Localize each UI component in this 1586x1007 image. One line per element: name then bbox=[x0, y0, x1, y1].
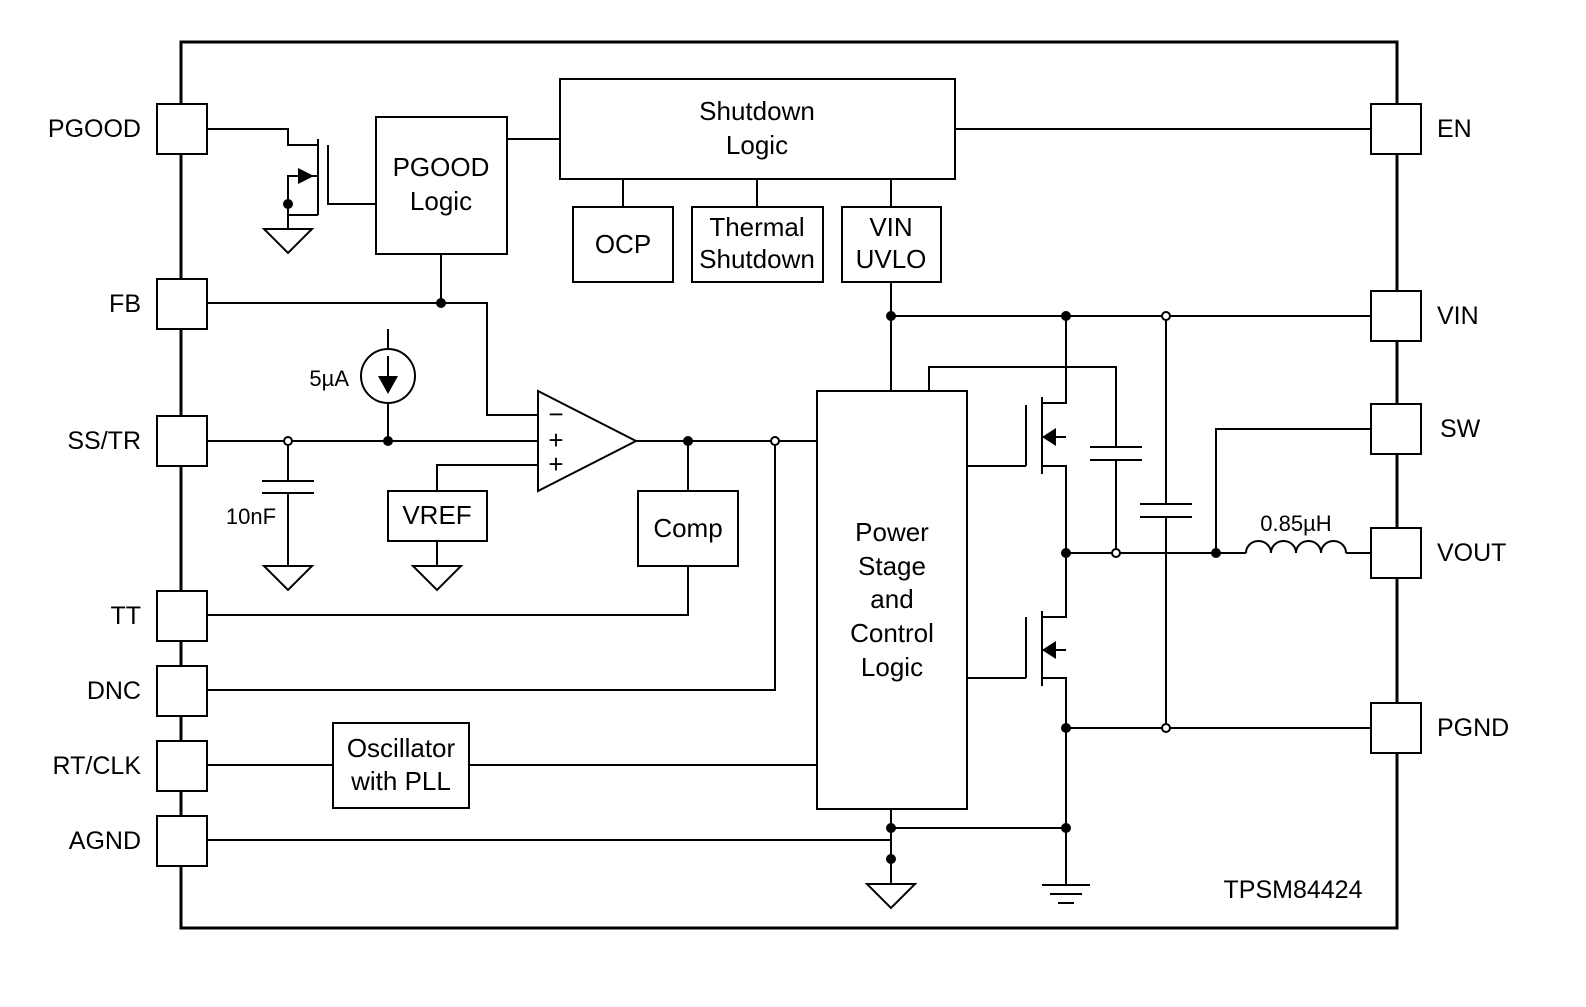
pin-tt-pad bbox=[156, 590, 208, 642]
inductor-label: 0.85µH bbox=[1260, 511, 1331, 536]
pgnd-ground-icon bbox=[1042, 884, 1090, 904]
pin-dnc-pad bbox=[156, 665, 208, 717]
svg-text:Oscillator: Oscillator bbox=[347, 733, 456, 763]
shutdown-logic-block: Shutdown Logic bbox=[559, 78, 956, 180]
pin-pgood-label: PGOOD bbox=[48, 115, 141, 143]
vin-uvlo-block: VIN UVLO bbox=[841, 206, 942, 283]
left-pins: PGOOD FB SS/TR TT DNC RT/CLK AGND bbox=[48, 103, 208, 867]
boot-capacitor bbox=[1090, 446, 1142, 461]
svg-text:Logic: Logic bbox=[410, 186, 472, 216]
output-inductor: 0.85µH bbox=[1245, 511, 1347, 554]
pin-tt-label: TT bbox=[110, 602, 141, 630]
svg-text:Logic: Logic bbox=[726, 130, 788, 160]
svg-text:Shutdown: Shutdown bbox=[699, 96, 815, 126]
ss-ground-icon bbox=[261, 565, 315, 592]
svg-text:with PLL: with PLL bbox=[350, 766, 451, 796]
pin-agnd-label: AGND bbox=[69, 827, 141, 855]
svg-text:Comp: Comp bbox=[653, 513, 722, 543]
pin-vin-label: VIN bbox=[1437, 302, 1479, 330]
amp-plus2-label: + bbox=[548, 449, 563, 479]
error-amplifier: − + + bbox=[537, 389, 639, 493]
ss-capacitor-label: 10nF bbox=[226, 504, 276, 529]
pin-sstr-pad bbox=[156, 415, 208, 467]
right-pins: EN VIN SW VOUT PGND bbox=[1370, 103, 1509, 754]
pin-dnc-label: DNC bbox=[87, 677, 141, 705]
svg-text:Thermal: Thermal bbox=[709, 212, 804, 242]
chip-outline bbox=[179, 40, 1399, 930]
amp-plus1-label: + bbox=[548, 425, 563, 455]
svg-text:and: and bbox=[870, 584, 913, 614]
amp-minus-label: − bbox=[548, 399, 563, 429]
current-source: 5µA bbox=[309, 348, 416, 404]
svg-text:Logic: Logic bbox=[861, 652, 923, 682]
pin-vin-pad bbox=[1370, 290, 1422, 342]
part-number: TPSM84424 bbox=[1224, 876, 1363, 904]
pgood-fet bbox=[287, 139, 329, 229]
pin-rtclk-pad bbox=[156, 740, 208, 792]
high-side-fet bbox=[1025, 397, 1066, 474]
ocp-block: OCP bbox=[572, 206, 674, 283]
pgood-logic-block: PGOOD Logic bbox=[375, 116, 508, 255]
svg-text:VREF: VREF bbox=[402, 500, 471, 530]
input-capacitor bbox=[1140, 503, 1192, 518]
pin-sw-pad bbox=[1370, 403, 1422, 455]
pin-agnd-pad bbox=[156, 815, 208, 867]
pin-pgnd-label: PGND bbox=[1437, 714, 1509, 742]
svg-text:OCP: OCP bbox=[595, 229, 651, 259]
pin-pgood-pad bbox=[156, 103, 208, 155]
pin-fb-pad bbox=[156, 278, 208, 330]
svg-text:VIN: VIN bbox=[869, 212, 912, 242]
svg-text:UVLO: UVLO bbox=[856, 244, 927, 274]
svg-text:Control: Control bbox=[850, 618, 934, 648]
oscillator-block: Oscillator with PLL bbox=[332, 722, 470, 809]
ss-capacitor: 10nF bbox=[226, 480, 314, 529]
junction-dots bbox=[283, 199, 1221, 864]
pin-rtclk-label: RT/CLK bbox=[53, 752, 142, 780]
pin-en-pad bbox=[1370, 103, 1422, 155]
current-source-label: 5µA bbox=[309, 366, 349, 391]
vref-block: VREF bbox=[387, 490, 488, 542]
pin-fb-label: FB bbox=[109, 290, 141, 318]
pin-vout-label: VOUT bbox=[1437, 539, 1506, 567]
vref-ground-icon bbox=[410, 565, 464, 592]
pin-sw-label: SW bbox=[1440, 415, 1481, 443]
low-side-fet bbox=[1025, 611, 1066, 686]
ground-symbols bbox=[261, 228, 1090, 910]
pin-vout-pad bbox=[1370, 527, 1422, 579]
svg-text:Shutdown: Shutdown bbox=[699, 244, 815, 274]
wires bbox=[207, 128, 1371, 885]
svg-text:Stage: Stage bbox=[858, 551, 926, 581]
pgood-ground-icon bbox=[261, 228, 315, 255]
power-stage-block: Power Stage and Control Logic bbox=[816, 390, 968, 810]
thermal-shutdown-block: Thermal Shutdown bbox=[691, 206, 824, 283]
svg-text:Power: Power bbox=[855, 517, 929, 547]
pin-sstr-label: SS/TR bbox=[67, 427, 141, 455]
comp-block: Comp bbox=[637, 490, 739, 567]
pin-en-label: EN bbox=[1437, 115, 1472, 143]
agnd-ground-icon bbox=[864, 883, 918, 910]
pin-pgnd-pad bbox=[1370, 702, 1422, 754]
svg-text:PGOOD: PGOOD bbox=[393, 152, 490, 182]
